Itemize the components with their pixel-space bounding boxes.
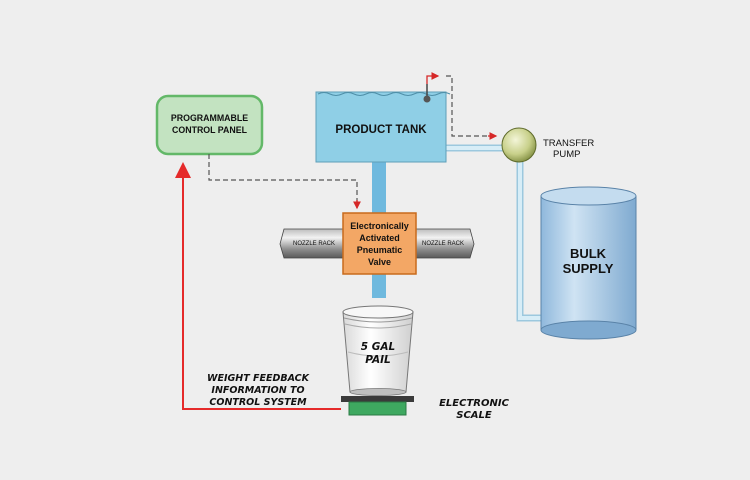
pail-label-line1: 5 GAL (361, 341, 395, 353)
nozzle-rack-right-label: NOZZLE RACK (422, 241, 464, 247)
pail-label-line2: PAIL (365, 354, 390, 366)
weight-feedback-line (175, 162, 341, 410)
feedback-label-line2: INFORMATION TO (211, 385, 304, 396)
float-sensor-icon (423, 84, 431, 103)
control-panel: PROGRAMMABLE CONTROL PANEL (155, 94, 264, 156)
valve-label-line4: Valve (368, 257, 391, 267)
product-tank: PRODUCT TANK (315, 84, 451, 163)
feed-pipe (372, 160, 386, 298)
transfer-pipe (445, 144, 545, 322)
transfer-pump-label-line1: TRANSFER (543, 138, 594, 149)
control-panel-label-line2: CONTROL PANEL (172, 125, 248, 135)
transfer-pump-label-line2: PUMP (553, 149, 580, 160)
bulk-supply-tank: BULK SUPPLY (540, 186, 637, 340)
scale-label-line1: ELECTRONIC (439, 398, 509, 409)
product-tank-label: PRODUCT TANK (335, 124, 427, 136)
transfer-pump: TRANSFER PUMP (501, 127, 594, 163)
valve-label-line3: Pneumatic (357, 245, 403, 255)
bucket-icon: 5 GAL PAIL (342, 305, 414, 396)
nozzle-rack-left-label: NOZZLE RACK (293, 241, 335, 247)
control-signal-line (208, 154, 361, 210)
valve-label-line1: Electronically (350, 221, 409, 231)
scale-label-line2: SCALE (456, 410, 492, 421)
valve-label-line2: Activated (359, 233, 400, 243)
pneumatic-valve: Electronically Activated Pneumatic Valve (342, 212, 417, 275)
bulk-supply-label-line1: BULK (570, 246, 607, 261)
level-signal-line (426, 72, 498, 140)
control-panel-label-line1: PROGRAMMABLE (171, 113, 248, 123)
scale-icon (341, 396, 414, 416)
feedback-label-line1: WEIGHT FEEDBACK (207, 373, 310, 384)
feedback-label-line3: CONTROL SYSTEM (209, 397, 307, 408)
sphere-pump-icon (501, 127, 537, 163)
bulk-supply-label-line2: SUPPLY (563, 261, 614, 276)
